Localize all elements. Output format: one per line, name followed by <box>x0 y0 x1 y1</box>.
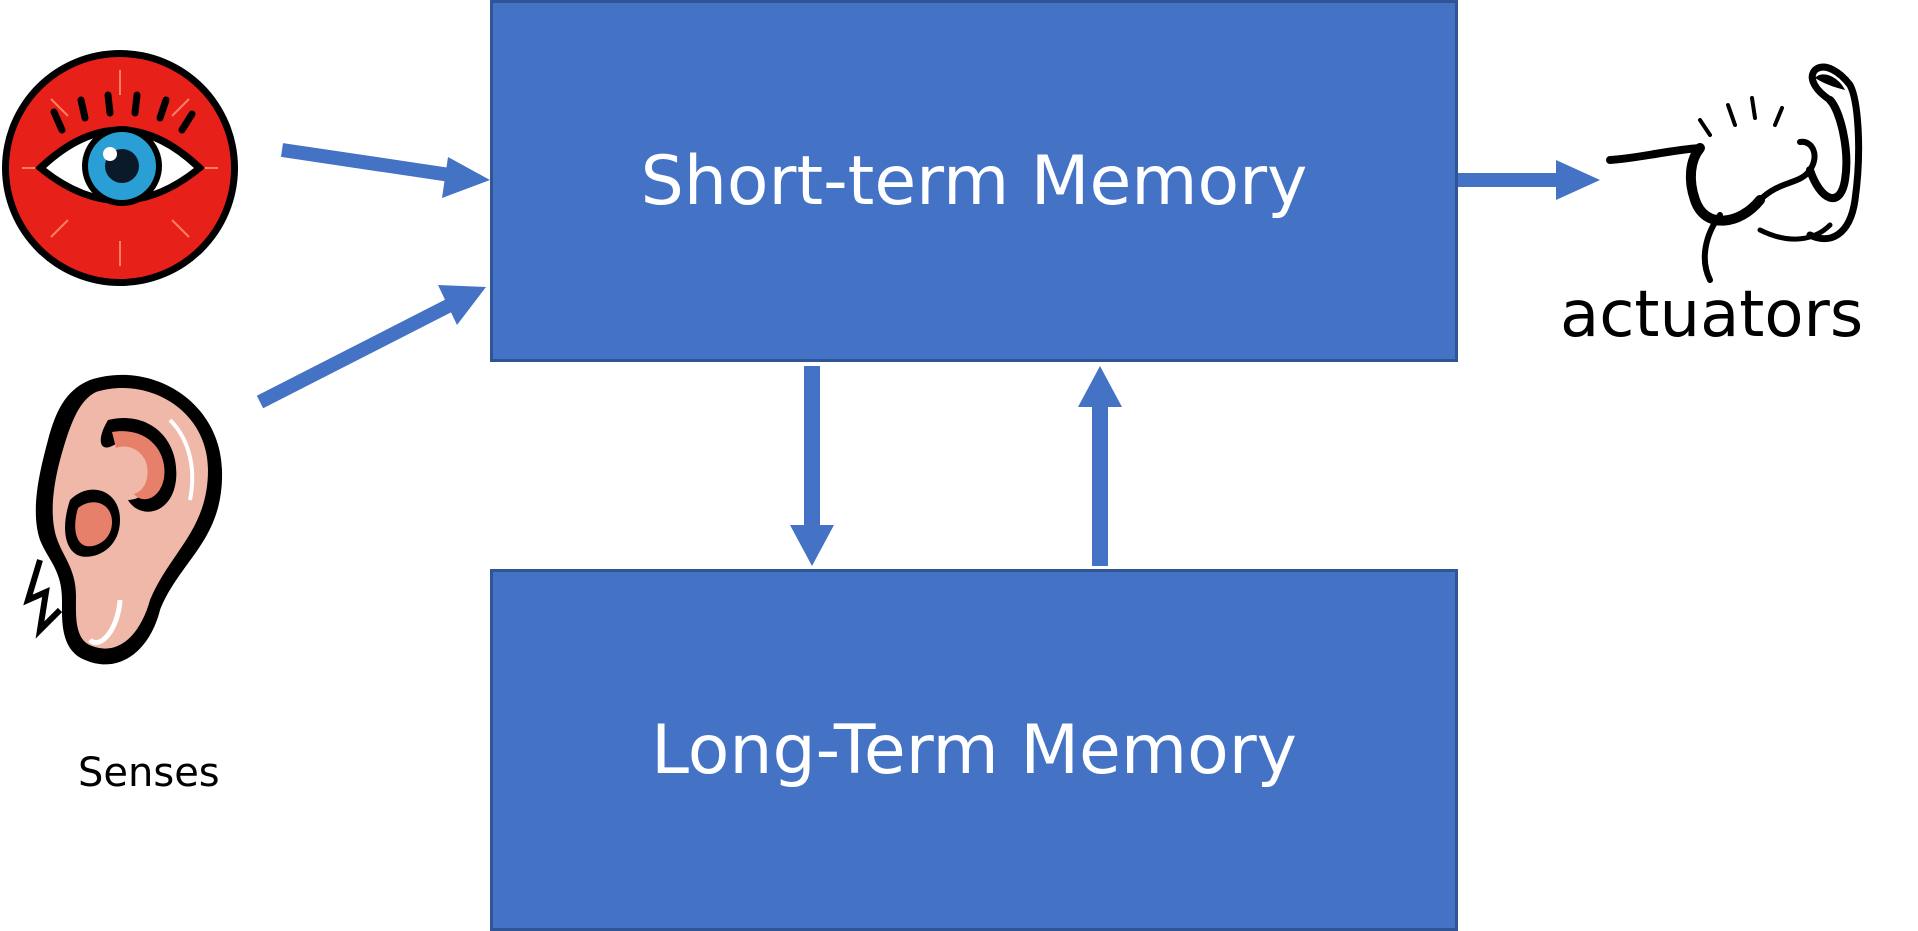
short-term-memory-box: Short-term Memory <box>490 0 1458 362</box>
senses-label: Senses <box>78 750 220 796</box>
arrow-eye-to-stm <box>280 143 490 198</box>
arrow-stm-to-ltm <box>790 366 834 566</box>
short-term-memory-label: Short-term Memory <box>640 141 1308 221</box>
long-term-memory-box: Long-Term Memory <box>490 569 1458 931</box>
arrow-ear-to-stm <box>256 285 486 409</box>
long-term-memory-label: Long-Term Memory <box>651 710 1297 790</box>
arrow-stm-to-actuators <box>1458 160 1600 200</box>
arrow-ltm-to-stm <box>1078 366 1122 566</box>
actuators-label: actuators <box>1560 278 1864 352</box>
